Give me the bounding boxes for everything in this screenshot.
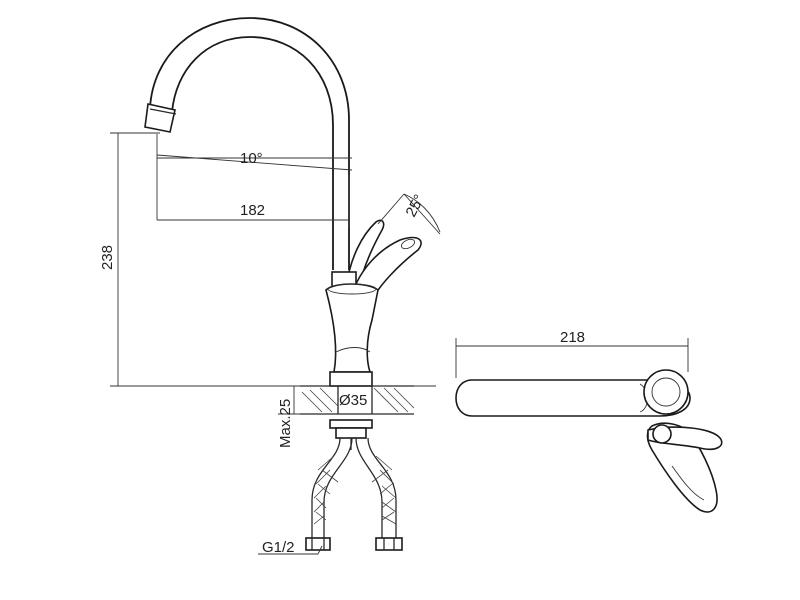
mounting-nut (329, 419, 373, 450)
countertop: Ø35 (300, 385, 415, 415)
dimension-max25: Max.25 (277, 385, 300, 448)
spout (144, 17, 350, 270)
top-view: 218 (455, 329, 723, 513)
dimension-182: 182 (157, 175, 350, 228)
dimension-218: 218 (455, 329, 689, 378)
max-deck-label: Max.25 (277, 399, 294, 448)
thread-label: G1/2 (262, 539, 295, 556)
base-top (643, 369, 689, 415)
lever-top (646, 422, 723, 513)
reach-182-label: 182 (240, 202, 265, 219)
thread-callout: G1/2 (258, 539, 323, 556)
angle-10-label: 10° (240, 150, 263, 167)
height-238-label: 238 (99, 245, 116, 270)
base-diameter-label: Ø35 (339, 392, 367, 409)
dimension-238: 238 (99, 132, 436, 387)
angle-10-indicator: 10° (156, 134, 353, 220)
top-length-label: 218 (560, 329, 585, 346)
flex-hoses (305, 437, 403, 551)
faucet-body (325, 271, 379, 387)
side-view: 10° 182 238 25° (99, 17, 441, 556)
angle-25-indicator: 25° (377, 192, 441, 235)
